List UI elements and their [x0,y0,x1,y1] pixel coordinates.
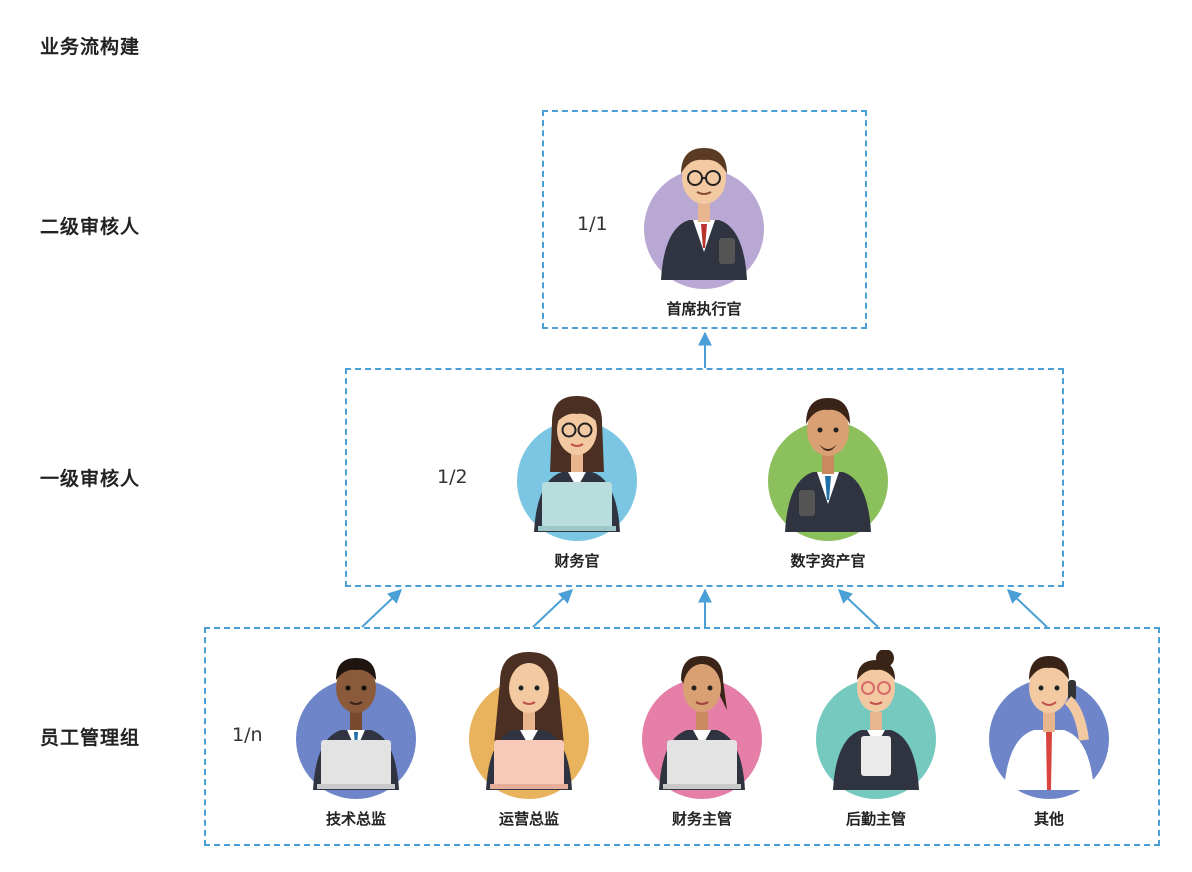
other-label: 其他 [1033,810,1064,828]
logistics-manager-label: 后勤主管 [845,810,906,828]
arrow-from-ops [532,589,574,628]
tech-director-label: 技术总监 [325,810,386,828]
ratio-second-reviewer: 1/1 [577,213,608,235]
ceo-label: 首席执行官 [666,300,742,318]
ratio-staff-group: 1/n [232,724,263,746]
person-cfo: 财务官 [512,392,642,571]
page-title: 业务流构建 [40,36,141,58]
person-ceo: 首席执行官 [639,140,769,319]
arrow-from-tech [361,589,403,628]
second-reviewer-group-box [542,110,867,329]
level-label-first-reviewer: 一级审核人 [40,468,141,490]
operations-director-label: 运营总监 [498,810,559,828]
cfo-avatar-icon [517,396,637,541]
arrow-from-logistics [837,589,879,628]
cdo-avatar-icon [768,398,888,541]
person-logistics-manager: 后勤主管 [811,650,941,829]
person-cdo: 数字资产官 [763,392,893,571]
person-finance-manager: 财务主管 [637,650,767,829]
level-label-staff-group: 员工管理组 [40,727,141,749]
cdo-label: 数字资产官 [790,552,866,570]
cfo-label: 财务官 [554,552,600,570]
finance-manager-avatar-icon [642,656,762,799]
arrow-from-other [1006,589,1048,628]
staff-group-box [204,627,1160,846]
level-label-second-reviewer: 二级审核人 [40,216,141,238]
person-tech-director: 技术总监 [291,650,421,829]
first-reviewer-group-box [345,368,1064,587]
tech-director-avatar-icon [296,658,416,799]
person-other: 其他 [984,650,1114,829]
logistics-manager-avatar-icon [816,650,936,799]
ceo-avatar-icon [644,148,764,289]
other-avatar-icon [989,656,1109,799]
person-operations-director: 运营总监 [464,650,594,829]
operations-director-avatar-icon [469,652,589,799]
finance-manager-label: 财务主管 [671,810,732,828]
ratio-first-reviewer: 1/2 [437,466,468,488]
